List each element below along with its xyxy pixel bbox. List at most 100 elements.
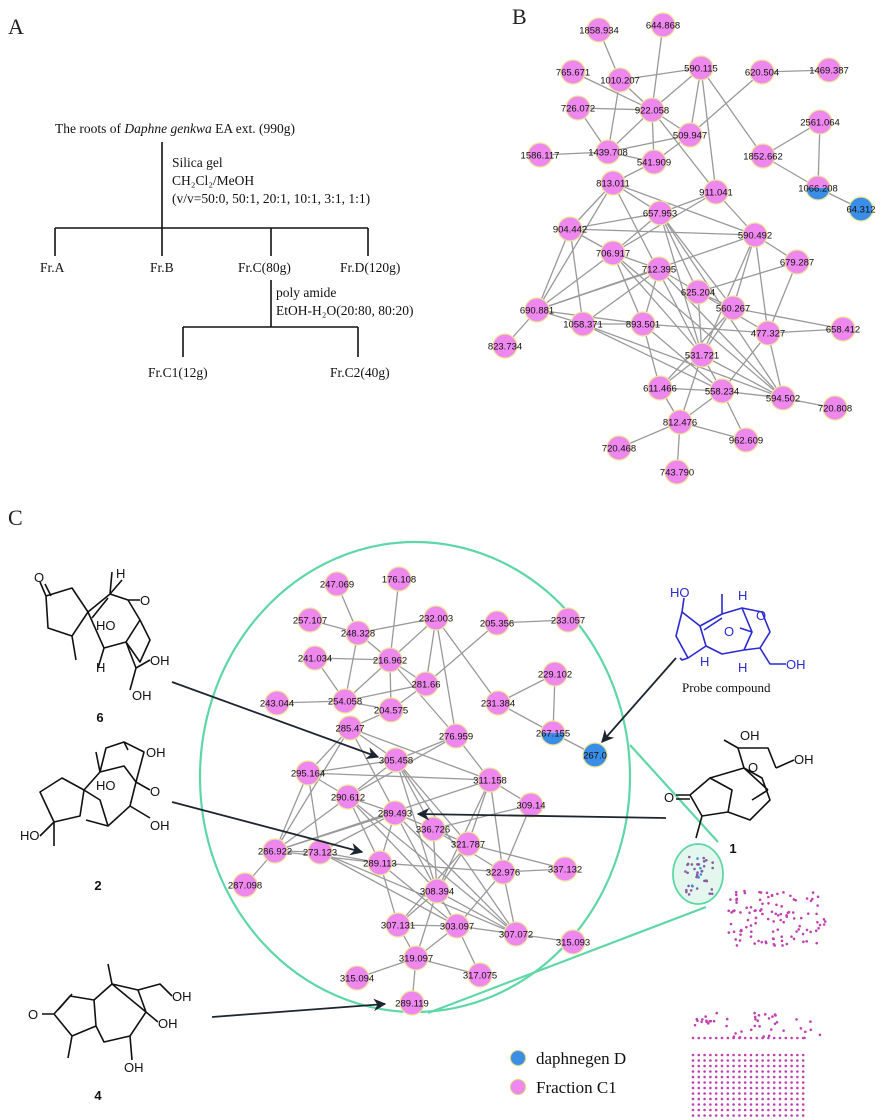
network-node[interactable]: 322.976 — [486, 859, 520, 885]
network-node[interactable]: 743.790 — [660, 459, 694, 485]
network-node[interactable]: 276.959 — [439, 723, 473, 749]
network-node[interactable]: 216.962 — [373, 647, 407, 673]
network-node[interactable]: 267.0 — [582, 742, 608, 768]
network-node[interactable]: 893.501 — [626, 311, 660, 337]
overview-dot — [753, 1024, 757, 1028]
network-node[interactable]: 620.504 — [745, 59, 779, 85]
network-node[interactable]: 295.164 — [291, 760, 325, 786]
overview-dot — [720, 1097, 724, 1101]
network-node[interactable]: 590.492 — [738, 222, 772, 248]
network-node[interactable]: 712.395 — [642, 256, 676, 282]
network-node[interactable]: 812.476 — [663, 409, 697, 435]
overview-dot — [784, 1070, 788, 1073]
node-label: 285.47 — [335, 724, 364, 735]
network-node[interactable]: 594.502 — [766, 385, 800, 411]
network-node[interactable]: 560.267 — [716, 295, 750, 321]
overview-dot — [794, 898, 797, 902]
network-node[interactable]: 962.609 — [729, 427, 763, 453]
network-node[interactable]: 558.234 — [705, 378, 739, 404]
network-node[interactable]: 1469.387 — [809, 57, 849, 83]
network-node[interactable]: 904.442 — [553, 216, 587, 242]
network-node[interactable]: 658.412 — [826, 316, 860, 342]
overview-dot — [697, 1114, 701, 1117]
network-node[interactable]: 720.468 — [602, 435, 636, 461]
network-node[interactable]: 1852.662 — [743, 143, 783, 169]
network-node[interactable]: 307.072 — [499, 921, 533, 947]
overview-dot — [761, 1053, 764, 1057]
network-node[interactable]: 590.115 — [684, 55, 718, 81]
node-label: 241.034 — [298, 654, 332, 665]
network-node[interactable]: 823.734 — [488, 333, 522, 359]
network-node[interactable]: 477.327 — [751, 320, 785, 346]
network-node[interactable]: 625.204 — [681, 279, 715, 305]
network-node[interactable]: 611.466 — [643, 375, 677, 401]
network-node[interactable]: 315.094 — [340, 965, 374, 991]
network-node[interactable]: 289.113 — [363, 850, 397, 876]
network-node[interactable]: 281.66 — [411, 671, 441, 697]
overview-dot — [785, 942, 789, 946]
network-node[interactable]: 1858.934 — [579, 17, 619, 43]
network-node[interactable]: 657.953 — [643, 200, 677, 226]
network-node[interactable]: 1586.117 — [521, 142, 560, 168]
network-node[interactable]: 308.394 — [420, 878, 454, 904]
network-node[interactable]: 290.612 — [331, 784, 365, 810]
network-node[interactable]: 337.132 — [548, 856, 582, 882]
network-node[interactable]: 254.058 — [328, 688, 362, 714]
network-node[interactable]: 232.003 — [419, 605, 453, 631]
network-node[interactable]: 64.312 — [846, 196, 876, 222]
network-node[interactable]: 813.011 — [596, 170, 630, 196]
network-node[interactable]: 911.041 — [699, 179, 733, 205]
network-node[interactable]: 205.356 — [480, 610, 514, 636]
network-node[interactable]: 273.123 — [303, 839, 337, 865]
network-node[interactable]: 531.721 — [685, 342, 719, 368]
network-node[interactable]: 706.917 — [596, 240, 630, 266]
overview-dot — [696, 857, 699, 860]
network-node[interactable]: 541.909 — [637, 149, 671, 175]
network-node[interactable]: 286.922 — [258, 838, 292, 864]
network-node[interactable]: 336.726 — [416, 816, 450, 842]
overview-dot — [720, 1070, 724, 1073]
network-node[interactable]: 1066.208 — [798, 175, 838, 201]
network-node[interactable]: 248.328 — [341, 620, 375, 646]
overview-dot — [801, 1097, 805, 1101]
network-node[interactable]: 243.044 — [260, 690, 294, 716]
network-node[interactable]: 317.075 — [463, 962, 497, 988]
network-node[interactable]: 1010.207 — [600, 67, 640, 93]
network-node[interactable]: 241.034 — [298, 645, 332, 671]
network-node[interactable]: 247.069 — [320, 571, 354, 597]
network-node[interactable]: 319.097 — [399, 945, 433, 971]
node-circle — [630, 311, 656, 337]
overview-dot — [690, 884, 694, 887]
network-node[interactable]: 204.575 — [374, 697, 408, 723]
network-node[interactable]: 309.14 — [516, 792, 546, 818]
network-node[interactable]: 289.119 — [395, 990, 429, 1016]
network-node[interactable]: 287.098 — [228, 872, 262, 898]
network-node[interactable]: 311.158 — [473, 767, 507, 793]
annotation-arrows — [171, 657, 677, 1018]
network-node[interactable]: 231.384 — [481, 690, 515, 716]
network-node[interactable]: 321.787 — [451, 831, 485, 857]
network-node[interactable]: 289.493 — [378, 800, 412, 826]
network-node[interactable]: 690.881 — [520, 297, 554, 323]
network-node[interactable]: 720.808 — [818, 395, 852, 421]
network-node[interactable]: 229.102 — [538, 661, 572, 687]
network-node[interactable]: 303.097 — [440, 913, 474, 939]
network-node[interactable]: 267.155 — [536, 720, 570, 746]
network-node[interactable]: 922.058 — [635, 97, 669, 123]
network-node[interactable]: 285.47 — [335, 715, 365, 741]
network-node[interactable]: 305.458 — [379, 747, 413, 773]
network-node[interactable]: 765.671 — [556, 59, 590, 85]
network-node[interactable]: 176.108 — [382, 566, 416, 592]
network-node[interactable]: 1439.708 — [588, 139, 628, 165]
network-node[interactable]: 1058.371 — [563, 311, 603, 337]
network-node[interactable]: 257.107 — [293, 607, 327, 633]
network-node[interactable]: 644.868 — [646, 12, 680, 38]
network-node[interactable]: 315.093 — [556, 929, 590, 955]
network-node[interactable]: 509.947 — [673, 122, 707, 148]
network-edge — [307, 759, 397, 774]
network-node[interactable]: 726.072 — [561, 95, 595, 121]
network-node[interactable]: 233.057 — [551, 607, 585, 633]
network-node[interactable]: 2561.064 — [800, 109, 840, 135]
network-node[interactable]: 307.131 — [381, 912, 415, 938]
network-node[interactable]: 679.287 — [780, 249, 814, 275]
